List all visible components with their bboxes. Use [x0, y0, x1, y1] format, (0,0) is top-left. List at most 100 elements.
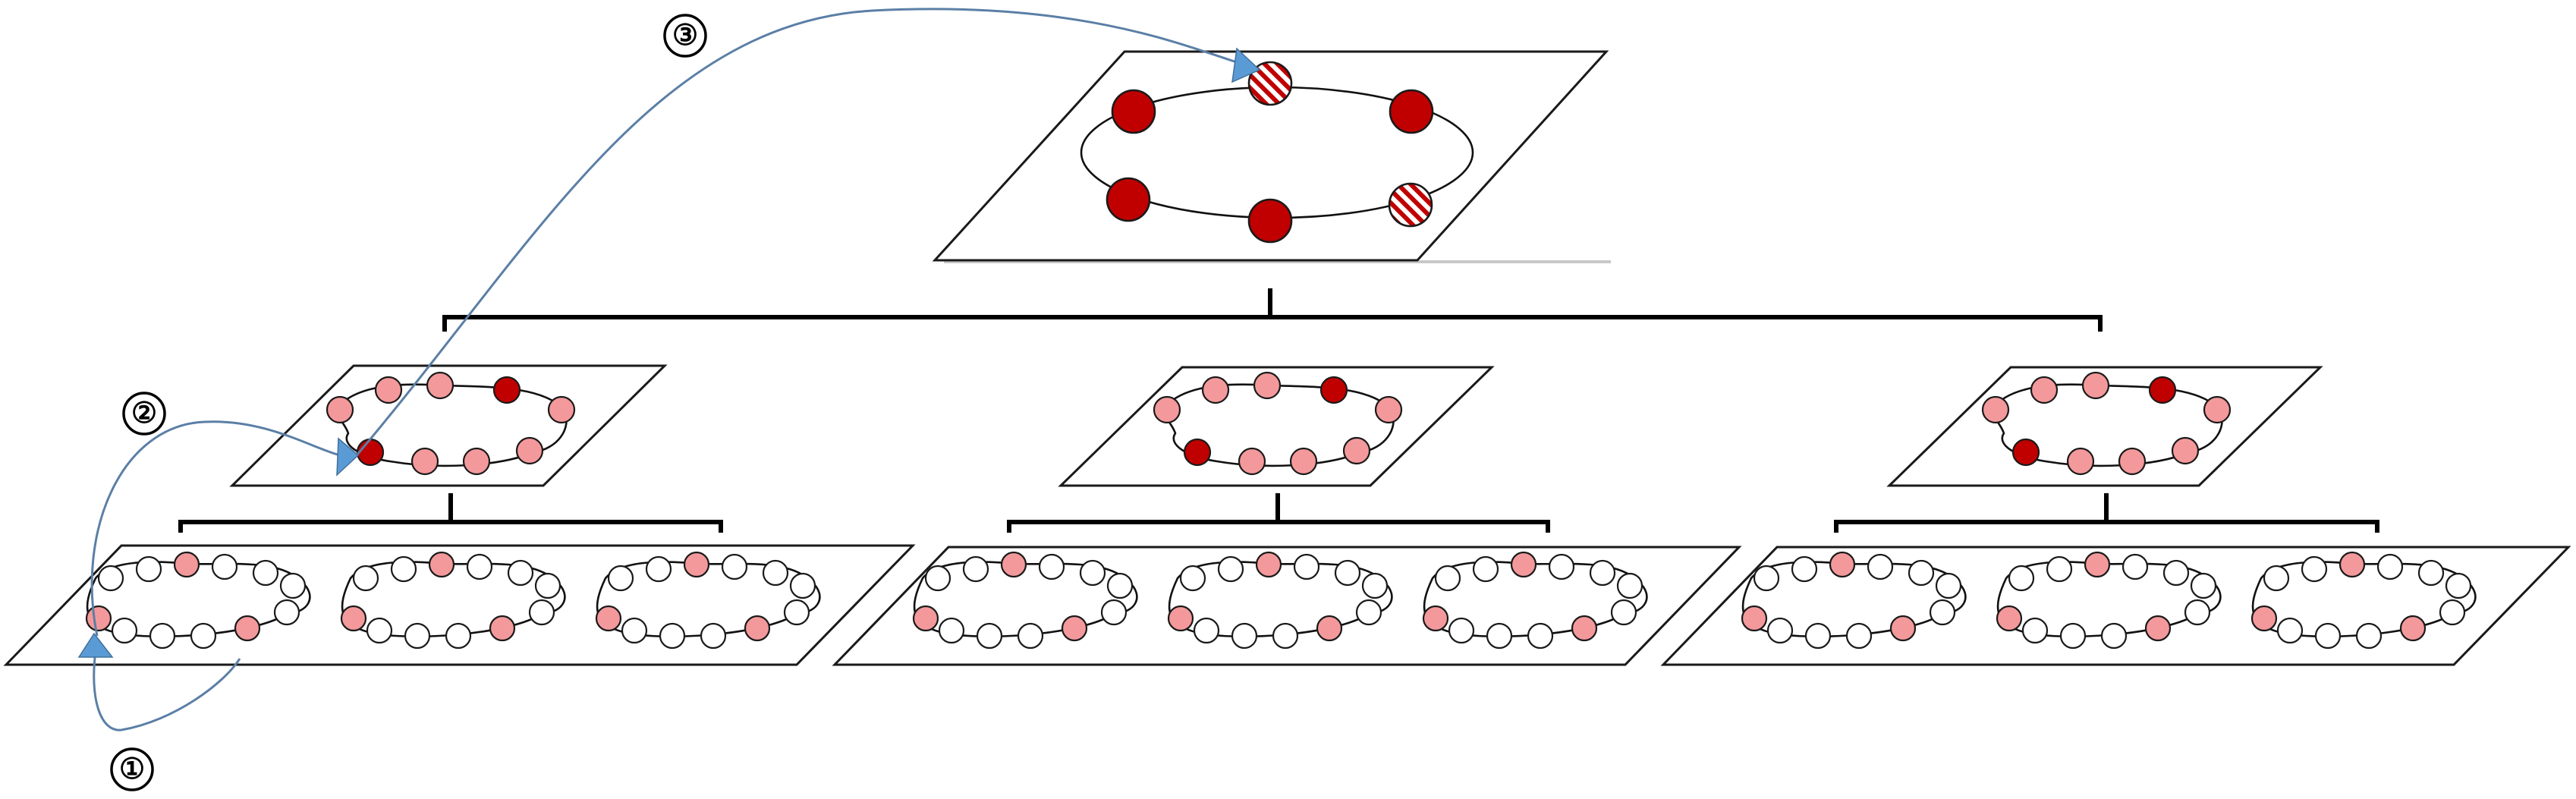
bottom-ring-node — [2376, 553, 2404, 580]
bottom-ring-node — [912, 605, 939, 632]
arrowhead-step-2 — [336, 437, 360, 477]
bottom-ring-node — [976, 622, 1003, 650]
bottom-ring-node — [621, 617, 648, 644]
bottom-ring-node — [2250, 605, 2278, 632]
middle-ring-node — [2148, 376, 2177, 404]
bottom-ring-node — [1217, 555, 1244, 583]
bottom-ring-node — [390, 555, 417, 583]
bottom-ring-node — [1867, 553, 1894, 580]
bottom-ring-node — [1845, 622, 1873, 650]
middle-ring-node — [2171, 436, 2200, 465]
step-2-circle — [122, 392, 166, 436]
bottom-ring-node — [2301, 555, 2328, 583]
bottom-ring-node — [1434, 565, 1461, 592]
bottom-ring-node — [1791, 555, 1818, 583]
top-ring-node — [1389, 89, 1434, 134]
bottom-ring-node — [1589, 559, 1616, 587]
step-2-label: ② — [131, 398, 157, 429]
bottom-ring-node — [1293, 553, 1320, 580]
bottom-ring-node — [2314, 622, 2342, 650]
middle-ring-node — [2066, 447, 2095, 476]
bottom-ring-node — [1334, 559, 1361, 587]
bottom-ring-node — [2439, 599, 2466, 626]
middle-ring-node — [410, 447, 439, 476]
bottom-ring-node — [234, 615, 261, 642]
middle-ring-node — [547, 395, 576, 424]
middle-ring-node — [515, 436, 544, 465]
bottom-ring-node — [1448, 617, 1475, 644]
middle-bracket-2 — [1007, 493, 1550, 533]
route-step-2 — [90, 420, 341, 637]
bottom-ring-node — [645, 555, 672, 583]
bottom-ring-node — [762, 559, 789, 587]
bottom-ring-node — [1510, 551, 1537, 578]
bottom-ring-node — [2339, 551, 2366, 578]
bottom-ring-node — [279, 572, 307, 599]
bottom-ring-node — [700, 622, 727, 650]
middle-bracket-3 — [1834, 493, 2379, 533]
bottom-ring-node — [1106, 572, 1134, 599]
bottom-ring-node — [1610, 599, 1637, 626]
top-ring-nodes — [1106, 61, 1434, 244]
middle-ring-nodes — [326, 371, 2232, 476]
middle-bracket-1 — [178, 493, 723, 533]
bottom-ring-node — [97, 565, 124, 592]
bottom-ring-node — [211, 553, 238, 580]
middle-ring-node — [1981, 395, 2010, 424]
bottom-ring-node — [2399, 615, 2427, 642]
top-plane — [932, 50, 1609, 262]
bottom-ring-node — [85, 605, 112, 632]
middle-ring-node — [2030, 376, 2059, 404]
middle-ring-node — [1253, 371, 1282, 400]
bottom-ring-node — [1167, 605, 1194, 632]
middle-ring-node — [1289, 447, 1318, 476]
bottom-ring-node — [252, 559, 279, 587]
bottom-ring-node — [404, 622, 431, 650]
middle-ring-node — [2011, 438, 2040, 467]
bottom-ring-node — [2122, 553, 2149, 580]
step-3-label: ③ — [672, 20, 698, 52]
bottom-ring-node — [1231, 622, 1258, 650]
step-1-circle — [110, 747, 154, 791]
middle-ring-node — [1183, 438, 1212, 467]
bottom-ring-node — [1908, 559, 1935, 587]
bottom-ring-node — [466, 553, 493, 580]
bottom-ring-node — [2417, 559, 2445, 587]
bottom-ring-node — [1741, 605, 1768, 632]
bottom-ring-node — [149, 622, 176, 650]
bottom-ring-node — [1571, 615, 1598, 642]
bottom-ring-node — [938, 617, 965, 644]
bottom-ring-node — [534, 572, 561, 599]
bottom-ring-node — [683, 551, 710, 578]
bottom-ring-node — [1829, 551, 1856, 578]
middle-ring-node — [1319, 376, 1348, 404]
bottom-ring-node — [2184, 599, 2211, 626]
bottom-ring-node — [962, 555, 989, 583]
middle-ring-node — [1374, 395, 1403, 424]
bottom-ring-node — [366, 617, 393, 644]
bottom-ring-node — [924, 565, 951, 592]
bottom-ring-node — [1179, 565, 1206, 592]
bottom-ring-node — [2021, 617, 2049, 644]
bottom-ring-node — [352, 565, 379, 592]
bottom-ring-node — [135, 555, 162, 583]
middle-ring-node — [1201, 376, 1230, 404]
bottom-ring-node — [783, 599, 810, 626]
bottom-ring-node — [2355, 622, 2383, 650]
bottom-ring-node — [744, 615, 771, 642]
bottom-ring-node — [1000, 551, 1027, 578]
top-ring-node — [1106, 177, 1151, 222]
middle-level — [229, 364, 2323, 487]
bottom-ring-node — [789, 572, 816, 599]
route-arrows — [77, 8, 1261, 731]
middle-ring-node — [356, 438, 385, 467]
bottom-ring-node — [1100, 599, 1128, 626]
bottom-ring-node — [190, 622, 217, 650]
bottom-ring-node — [1766, 617, 1794, 644]
bottom-ring-node — [1935, 572, 1962, 599]
bottom-ring-node — [607, 565, 634, 592]
bottom-ring-node — [1361, 572, 1389, 599]
bottom-ring-node — [1548, 553, 1575, 580]
middle-ring-node — [2203, 395, 2232, 424]
